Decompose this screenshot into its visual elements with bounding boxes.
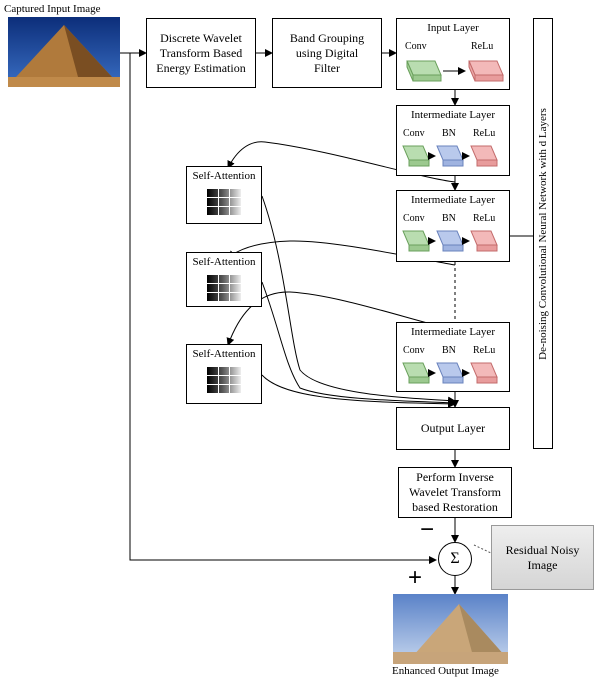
conv-label: Conv: [403, 345, 425, 356]
relu-label: ReLu: [473, 345, 496, 356]
self-attention-title: Self-Attention: [192, 170, 256, 182]
cnn-label-box: De-noising Convolutional Neural Network …: [533, 18, 553, 449]
self-attention-1: Self-Attention: [186, 166, 262, 224]
attention-grid-icon: [207, 189, 241, 215]
conv-label: Conv: [403, 213, 425, 224]
output-pyramid-image: [393, 594, 508, 664]
bn-label: BN: [442, 213, 456, 224]
input-image-caption: Captured Input Image: [4, 3, 101, 15]
summation-node: Σ: [438, 542, 472, 576]
intermediate-layer-title: Intermediate Layer: [411, 326, 495, 338]
attention-grid-icon: [207, 367, 241, 393]
input-layer-blocks: [406, 60, 504, 82]
relu-label: ReLu: [471, 41, 494, 52]
self-attention-2: Self-Attention: [186, 252, 262, 307]
intermediate-layer-2: Intermediate Layer Conv BN ReLu: [396, 190, 510, 262]
intermediate-layer-title: Intermediate Layer: [411, 194, 495, 206]
output-layer: Output Layer: [396, 407, 510, 450]
attention-grid-icon: [207, 275, 241, 301]
band-grouping-box: Band Grouping using Digital Filter: [272, 18, 382, 88]
dwt-energy-box: Discrete Wavelet Transform Based Energy …: [146, 18, 256, 88]
cnn-label: De-noising Convolutional Neural Network …: [537, 107, 549, 360]
residual-noisy-image-box: Residual Noisy Image: [491, 525, 594, 590]
relu-label: ReLu: [473, 128, 496, 139]
intermediate-layer-blocks: [402, 362, 498, 384]
intermediate-layer-blocks: [402, 145, 498, 167]
minus-sign: −: [420, 516, 435, 543]
input-layer-title: Input Layer: [427, 22, 479, 34]
input-pyramid-image: [8, 17, 120, 87]
intermediate-layer-3: Intermediate Layer Conv BN ReLu: [396, 322, 510, 392]
input-layer: Input Layer Conv ReLu: [396, 18, 510, 90]
self-attention-title: Self-Attention: [192, 348, 256, 360]
sigma-symbol: Σ: [450, 550, 460, 567]
self-attention-title: Self-Attention: [192, 256, 256, 268]
intermediate-layer-blocks: [402, 230, 498, 252]
bn-label: BN: [442, 345, 456, 356]
intermediate-layer-title: Intermediate Layer: [411, 109, 495, 121]
conv-label: Conv: [403, 128, 425, 139]
inverse-wavelet-box: Perform Inverse Wavelet Transform based …: [398, 467, 512, 518]
bn-label: BN: [442, 128, 456, 139]
output-image-caption: Enhanced Output Image: [392, 665, 499, 677]
intermediate-layer-1: Intermediate Layer Conv BN ReLu: [396, 105, 510, 176]
conv-label: Conv: [405, 41, 427, 52]
relu-label: ReLu: [473, 213, 496, 224]
self-attention-3: Self-Attention: [186, 344, 262, 404]
plus-sign: +: [408, 564, 423, 591]
